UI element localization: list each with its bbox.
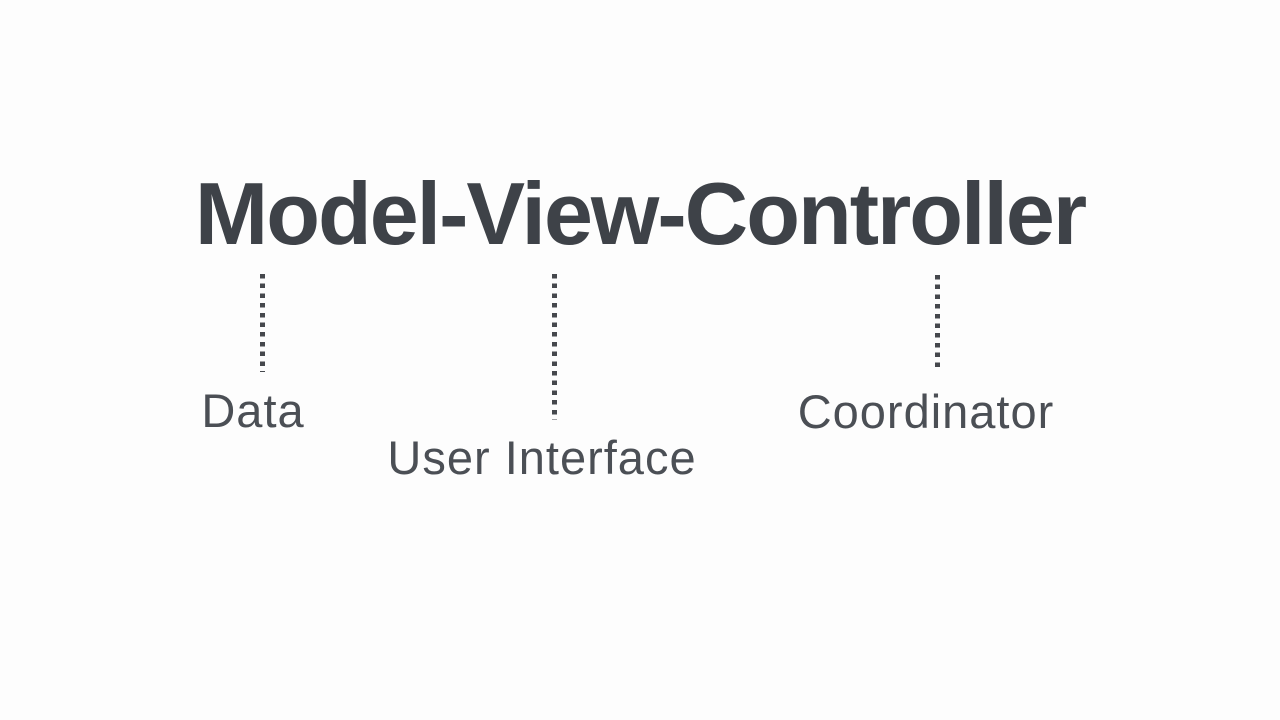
diagram-title: Model-View-Controller: [194, 164, 1087, 263]
view-dotted-connector: [552, 274, 557, 420]
label-data: Data: [201, 384, 305, 437]
label-user-interface: User Interface: [387, 431, 697, 484]
label-coordinator: Coordinator: [797, 385, 1055, 438]
model-dotted-connector: [260, 274, 265, 372]
controller-dotted-connector: [935, 275, 940, 372]
